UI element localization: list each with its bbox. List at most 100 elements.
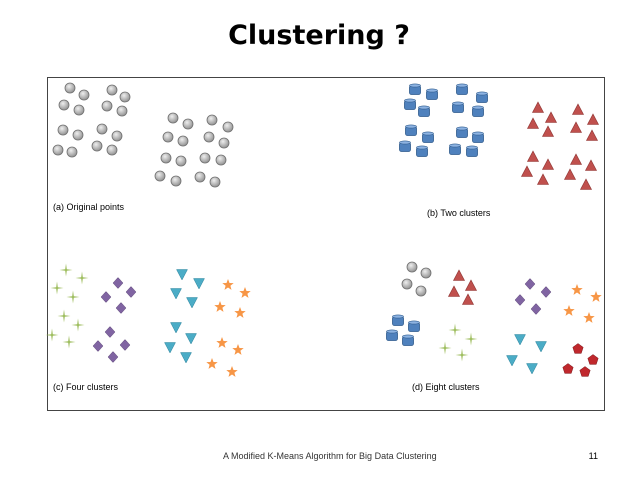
cyan-triangle-point bbox=[506, 355, 518, 367]
orange-star-point bbox=[563, 305, 575, 316]
panel-a-points bbox=[52, 82, 234, 188]
gray-circle-point bbox=[52, 144, 64, 156]
green-cross-point bbox=[45, 328, 59, 342]
cyan-triangle-point bbox=[180, 352, 192, 364]
purple-diamond-point bbox=[524, 278, 536, 290]
gray-circle-point bbox=[167, 112, 179, 124]
blue-cylinder-top bbox=[418, 105, 430, 110]
gray-circle-point bbox=[199, 152, 211, 164]
green-cross-point bbox=[448, 323, 462, 337]
blue-cylinder-top bbox=[456, 83, 468, 88]
green-cross-point bbox=[464, 332, 478, 346]
red-triangle-point bbox=[527, 117, 539, 129]
gray-circle-point bbox=[116, 105, 128, 117]
red-triangle-point bbox=[564, 168, 576, 180]
gray-circle-point bbox=[222, 121, 234, 133]
cyan-triangle-point bbox=[170, 322, 182, 334]
gray-circle-point bbox=[106, 144, 118, 156]
red-triangle-point bbox=[572, 103, 584, 115]
gray-circle-point bbox=[78, 89, 90, 101]
blue-cylinder-top bbox=[456, 126, 468, 131]
purple-diamond-point bbox=[514, 294, 526, 306]
gray-circle-point bbox=[96, 123, 108, 135]
gray-circle-point bbox=[215, 154, 227, 166]
gray-circle-point bbox=[209, 176, 221, 188]
cyan-triangle-point bbox=[535, 341, 547, 353]
red-triangle-point bbox=[537, 173, 549, 185]
gray-circle-point bbox=[401, 278, 413, 290]
red-triangle-point bbox=[532, 101, 544, 113]
gray-circle-point bbox=[420, 267, 432, 279]
green-cross-point bbox=[66, 290, 80, 304]
purple-diamond-point bbox=[107, 351, 119, 363]
gray-circle-point bbox=[119, 91, 131, 103]
red-pentagon-point bbox=[587, 354, 599, 365]
red-triangle-point bbox=[585, 159, 597, 171]
red-pentagon-point bbox=[579, 366, 591, 377]
cyan-triangle-point bbox=[526, 363, 538, 375]
blue-cylinder-top bbox=[402, 334, 414, 339]
gray-circle-point bbox=[64, 82, 76, 94]
orange-star-point bbox=[222, 279, 234, 290]
orange-star-point bbox=[239, 287, 251, 298]
cyan-triangle-point bbox=[170, 288, 182, 300]
red-triangle-point bbox=[587, 113, 599, 125]
gray-circle-point bbox=[91, 140, 103, 152]
green-cross-point bbox=[62, 335, 76, 349]
orange-star-point bbox=[216, 337, 228, 348]
gray-circle-point bbox=[206, 114, 218, 126]
cyan-triangle-point bbox=[186, 297, 198, 309]
orange-star-point bbox=[214, 301, 226, 312]
gray-circle-point bbox=[72, 129, 84, 141]
caption-two-clusters: (b) Two clusters bbox=[427, 208, 491, 218]
green-cross-point bbox=[57, 309, 71, 323]
gray-circle-point bbox=[406, 261, 418, 273]
purple-diamond-point bbox=[540, 286, 552, 298]
blue-cylinder-top bbox=[476, 91, 488, 96]
blue-cylinder-top bbox=[472, 131, 484, 136]
red-triangle-point bbox=[453, 269, 465, 281]
footer-text: A Modified K-Means Algorithm for Big Dat… bbox=[223, 451, 437, 461]
gray-circle-point bbox=[154, 170, 166, 182]
red-triangle-point bbox=[465, 279, 477, 291]
red-triangle-point bbox=[542, 158, 554, 170]
gray-circle-point bbox=[66, 146, 78, 158]
green-cross-point bbox=[438, 341, 452, 355]
gray-circle-point bbox=[175, 155, 187, 167]
cyan-triangle-point bbox=[185, 333, 197, 345]
purple-diamond-point bbox=[92, 340, 104, 352]
blue-cylinder-top bbox=[449, 143, 461, 148]
blue-cylinder-top bbox=[409, 83, 421, 88]
red-triangle-point bbox=[448, 285, 460, 297]
gray-circle-point bbox=[73, 104, 85, 116]
gray-circle-point bbox=[162, 131, 174, 143]
purple-diamond-point bbox=[112, 277, 124, 289]
blue-cylinder-top bbox=[422, 131, 434, 136]
cyan-triangle-point bbox=[193, 278, 205, 290]
red-triangle-point bbox=[580, 178, 592, 190]
caption-original-points: (a) Original points bbox=[53, 202, 125, 212]
orange-star-point bbox=[226, 366, 238, 377]
red-triangle-point bbox=[570, 153, 582, 165]
blue-cylinder-top bbox=[405, 124, 417, 129]
green-cross-point bbox=[50, 281, 64, 295]
red-triangle-point bbox=[462, 293, 474, 305]
purple-diamond-point bbox=[115, 302, 127, 314]
red-triangle-point bbox=[570, 121, 582, 133]
purple-diamond-point bbox=[125, 286, 137, 298]
panel-b-points bbox=[399, 83, 599, 190]
gray-circle-point bbox=[170, 175, 182, 187]
panel-d-points bbox=[386, 261, 602, 377]
blue-cylinder-top bbox=[472, 105, 484, 110]
purple-diamond-point bbox=[104, 326, 116, 338]
gray-circle-point bbox=[58, 99, 70, 111]
gray-circle-point bbox=[101, 100, 113, 112]
blue-cylinder-top bbox=[404, 98, 416, 103]
blue-cylinder-top bbox=[426, 88, 438, 93]
green-cross-point bbox=[75, 271, 89, 285]
blue-cylinder-top bbox=[392, 314, 404, 319]
red-triangle-point bbox=[521, 165, 533, 177]
gray-circle-point bbox=[106, 84, 118, 96]
blue-cylinder-top bbox=[386, 329, 398, 334]
